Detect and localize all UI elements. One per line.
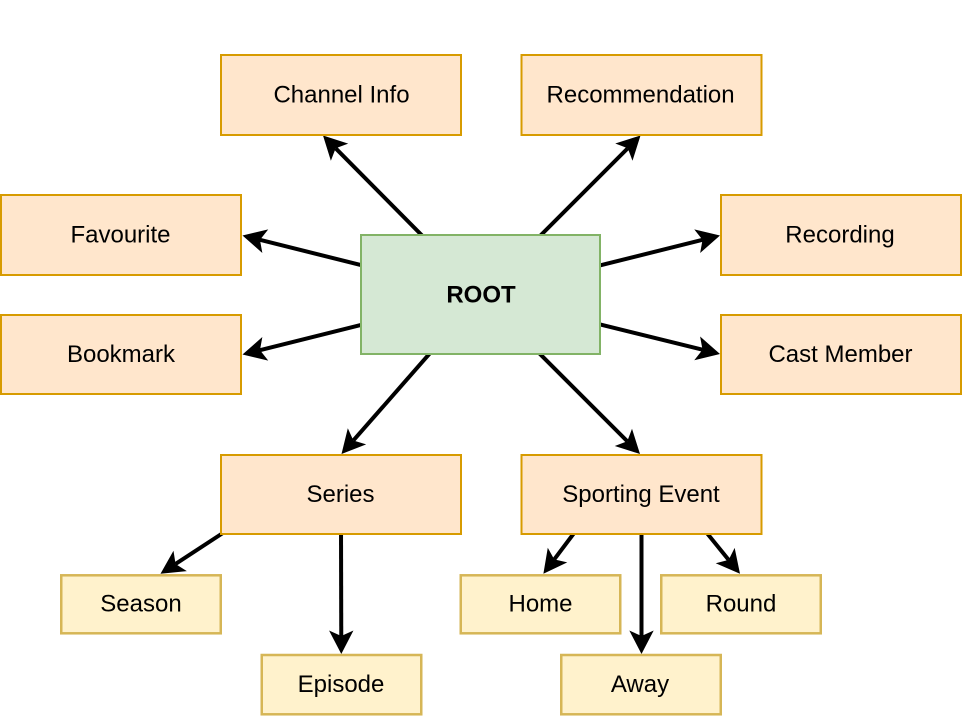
svg-text:Channel Info: Channel Info bbox=[273, 82, 409, 109]
svg-text:Sporting Event: Sporting Event bbox=[562, 481, 720, 508]
svg-text:Bookmark: Bookmark bbox=[67, 341, 176, 368]
svg-text:Recording: Recording bbox=[785, 222, 894, 249]
svg-text:Favourite: Favourite bbox=[70, 222, 170, 249]
svg-text:Episode: Episode bbox=[298, 671, 385, 698]
svg-text:Recommendation: Recommendation bbox=[547, 82, 735, 109]
svg-text:Season: Season bbox=[100, 590, 181, 617]
svg-text:Home: Home bbox=[508, 590, 572, 617]
svg-text:Round: Round bbox=[706, 590, 777, 617]
svg-text:Cast Member: Cast Member bbox=[768, 341, 912, 368]
svg-text:Away: Away bbox=[611, 671, 669, 698]
svg-text:ROOT: ROOT bbox=[446, 282, 516, 309]
svg-text:Series: Series bbox=[306, 481, 374, 508]
